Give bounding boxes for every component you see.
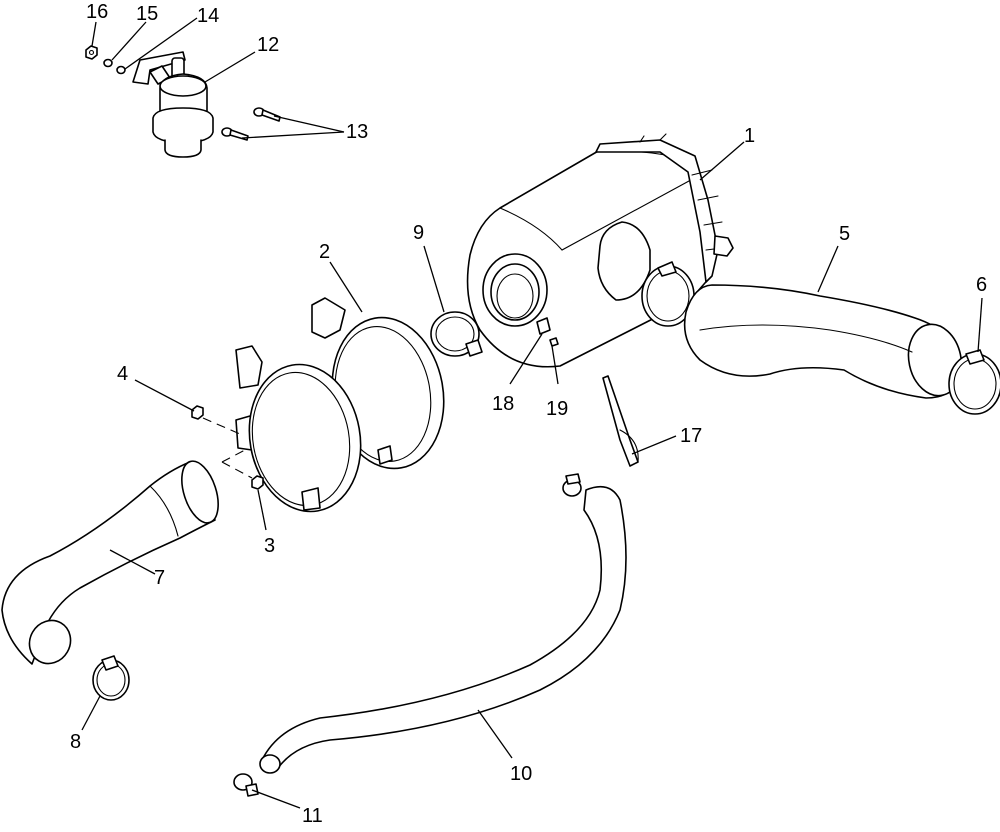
callout-2: 2 [319, 241, 330, 263]
leader-lines [81, 17, 983, 809]
part-13-bolt-upper [253, 107, 281, 122]
part-17-retainer-pin [602, 375, 639, 467]
callout-7: 7 [154, 567, 165, 589]
assembly-line-4 [202, 417, 241, 435]
callout-18: 18 [492, 393, 514, 415]
part-7-inlet-hose [1, 460, 219, 665]
part-12-vacuator [132, 51, 214, 158]
callout-14: 14 [197, 5, 219, 27]
part-3-bolt [251, 475, 264, 490]
callout-15: 15 [136, 3, 158, 25]
callout-1: 1 [744, 125, 755, 147]
part-5-outlet-hose [683, 284, 963, 399]
callout-6: 6 [976, 274, 987, 296]
callout-12: 12 [257, 34, 279, 56]
callout-3: 3 [264, 535, 275, 557]
callout-9: 9 [413, 222, 424, 244]
part-11-hose-clamp [233, 773, 259, 797]
mounting-band-front [235, 345, 362, 513]
part-6-hose-clamp [948, 349, 1000, 415]
callout-8: 8 [70, 731, 81, 753]
callout-13: 13 [346, 121, 368, 143]
callout-labels: 1 2 3 4 5 6 7 8 9 10 11 12 13 14 15 16 1… [70, 1, 987, 827]
part-8-hose-clamp [92, 655, 130, 701]
part-10-drain-hose [259, 485, 627, 774]
callout-11: 11 [302, 805, 323, 827]
callout-19: 19 [546, 398, 568, 420]
callout-17: 17 [680, 425, 702, 447]
part-16-nut [85, 45, 98, 60]
callout-10: 10 [510, 763, 532, 785]
assembly-line-3 [221, 449, 253, 479]
part-15-washer [103, 58, 113, 68]
callout-5: 5 [839, 223, 850, 245]
outlet-hose-clamp [641, 261, 695, 327]
part-14-washer [116, 65, 126, 75]
drain-hose-upper-clamp [562, 473, 582, 497]
part-4-nut [191, 405, 204, 420]
callout-16: 16 [86, 1, 108, 23]
callout-4: 4 [117, 363, 128, 385]
part-9-hose-clamp [430, 311, 483, 357]
